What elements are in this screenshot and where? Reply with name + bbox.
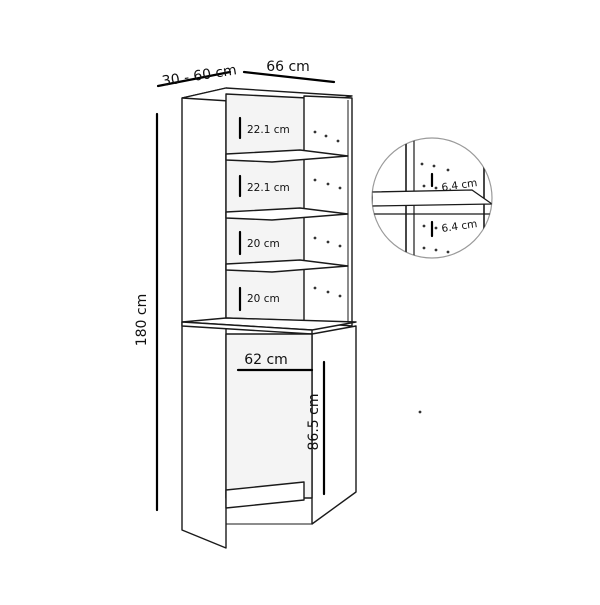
- depth-dimension-line: [156, 70, 232, 88]
- upper-gap-label: 6.4 cm: [441, 177, 478, 194]
- shelf-unit: [181, 87, 422, 549]
- shelf-4-label: 20 cm: [247, 293, 280, 305]
- shelf-pin-holes: [313, 130, 422, 414]
- shelf-detail-callout: 6.4 cm 6.4 cm: [371, 137, 493, 259]
- dimension-lines: [155, 70, 336, 512]
- shelf-1-label: 22.1 cm: [247, 124, 290, 136]
- shelf-board-1: [225, 149, 349, 163]
- shelf-board-2: [225, 207, 349, 221]
- width-dimension-line: [242, 70, 336, 84]
- inner-width-label: 62 cm: [244, 352, 288, 368]
- shelf-3-label: 20 cm: [247, 238, 280, 250]
- shelf-board-3: [225, 259, 349, 273]
- depth-label: 30 - 60 cm: [161, 62, 238, 90]
- inner-height-label: 86.5 cm: [306, 394, 322, 451]
- lower-gap-label: 6.4 cm: [441, 218, 478, 235]
- bottom-rail: [225, 481, 305, 509]
- width-label: 66 cm: [266, 59, 310, 75]
- lower-back-opening: [225, 333, 313, 499]
- height-label: 180 cm: [134, 294, 150, 347]
- shelf-2-label: 22.1 cm: [247, 182, 290, 194]
